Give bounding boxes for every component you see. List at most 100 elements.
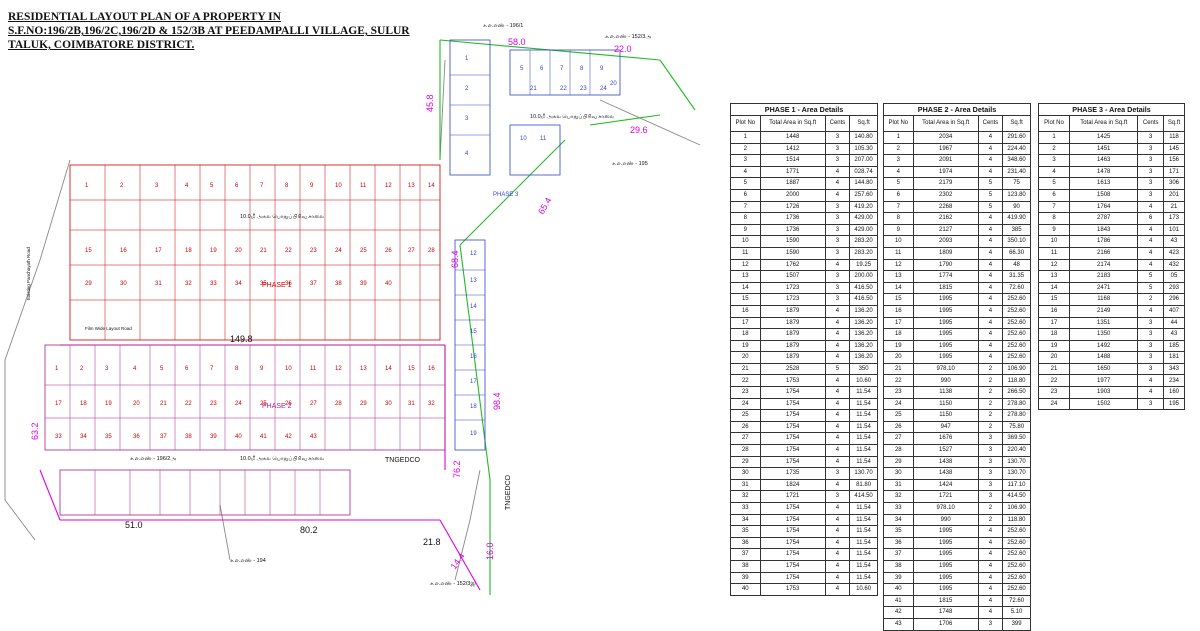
table-cell: 39: [883, 571, 914, 585]
plot-number: 34: [235, 281, 242, 287]
table-cell: 252.60: [1002, 583, 1031, 596]
table-cell: 1754: [759, 536, 826, 550]
table-cell: 118.80: [1002, 374, 1031, 388]
table-cell: 220.40: [1002, 444, 1031, 457]
plot-number: 13: [360, 366, 367, 372]
plot-number: 1: [55, 366, 59, 372]
dim-98-4: 98.4: [492, 392, 502, 410]
table-cell: 2179: [912, 177, 979, 190]
table-cell: 4: [824, 339, 851, 353]
table-cell: 1754: [759, 559, 826, 573]
table-cell: 6: [883, 188, 914, 202]
table-cell: 18: [883, 328, 914, 341]
table-cell: 17: [1037, 316, 1071, 330]
plot-number: 22: [285, 248, 292, 254]
table-cell: 106.90: [1002, 362, 1031, 376]
table-cell: 12: [883, 258, 914, 272]
column-header: Sq.ft: [1162, 115, 1186, 132]
table-cell: 1995: [912, 536, 979, 550]
table-cell: 18: [1037, 328, 1071, 341]
table-cell: 5: [977, 200, 1004, 214]
dim-63-2: 63.2: [30, 422, 40, 440]
table-cell: 1967: [912, 142, 979, 156]
table-cell: 17: [883, 316, 914, 330]
table-cell: 34: [883, 513, 914, 527]
table-cell: 1736: [759, 212, 826, 225]
plot-number: 10: [285, 366, 292, 372]
table-cell: 4: [977, 293, 1004, 306]
table-cell: 39: [730, 571, 761, 585]
table-cell: 234: [1162, 374, 1186, 388]
table-cell: 22: [730, 374, 761, 388]
plot-number: 23: [580, 86, 587, 92]
table-cell: 4: [824, 455, 851, 469]
table-cell: 24: [730, 397, 761, 411]
table-cell: 14: [1037, 281, 1071, 295]
column-header: Sq.ft: [849, 115, 878, 132]
table-cell: 195: [1162, 397, 1186, 411]
table-cell: 20: [883, 351, 914, 364]
dim-21-8: 21.8: [423, 537, 441, 547]
table-cell: 1590: [759, 235, 826, 248]
plot-number: 2: [120, 183, 124, 189]
table-cell: 2: [730, 142, 761, 156]
table-cell: 11.54: [849, 409, 878, 422]
table-cell: 11: [1037, 246, 1071, 260]
plot-number: 29: [85, 281, 92, 287]
table-cell: 4: [824, 536, 851, 550]
plot-number: 36: [285, 281, 292, 287]
table-cell: 4: [1137, 246, 1164, 260]
table-cell: 291.60: [1002, 131, 1031, 144]
table-cell: 2471: [1069, 281, 1139, 295]
table-cell: 11.54: [849, 420, 878, 434]
plot-number: 23: [310, 248, 317, 254]
table-cell: 1887: [759, 177, 826, 190]
table-cell: 29: [883, 455, 914, 469]
table-cell: 13: [883, 270, 914, 283]
plot-number: 9: [260, 366, 264, 372]
table-cell: 5: [824, 362, 851, 376]
dim-65-4: 65.4: [536, 196, 553, 216]
plot-number: 38: [335, 281, 342, 287]
plot-number: 39: [210, 434, 217, 440]
table-cell: 43: [1162, 328, 1186, 341]
table-cell: 2034: [912, 131, 979, 144]
table-cell: 1138: [912, 386, 979, 399]
sf-195: ச.எ.எண் - 195: [612, 161, 648, 167]
table-cell: 252.60: [1002, 351, 1031, 364]
table-cell: 429.00: [849, 223, 878, 237]
table-cell: 429.00: [849, 212, 878, 225]
table-cell: 3: [1137, 339, 1164, 353]
table-cell: 4: [824, 374, 851, 388]
table-cell: 1438: [912, 455, 979, 469]
table-cell: 3: [1137, 131, 1164, 144]
table-cell: 1995: [912, 304, 979, 318]
table-cell: 4: [977, 165, 1004, 179]
table-cell: 1762: [759, 258, 826, 272]
table-cell: 1488: [1069, 351, 1139, 364]
table-cell: 283.20: [849, 246, 878, 260]
table-cell: 407: [1162, 304, 1186, 318]
table-cell: 37: [883, 548, 914, 561]
table-cell: 11: [883, 246, 914, 260]
table-cell: 4: [824, 583, 851, 596]
table-cell: 1771: [759, 165, 826, 179]
plot-number: 21: [530, 86, 537, 92]
table-cell: 1754: [759, 386, 826, 399]
table-cell: 2174: [1069, 258, 1139, 272]
